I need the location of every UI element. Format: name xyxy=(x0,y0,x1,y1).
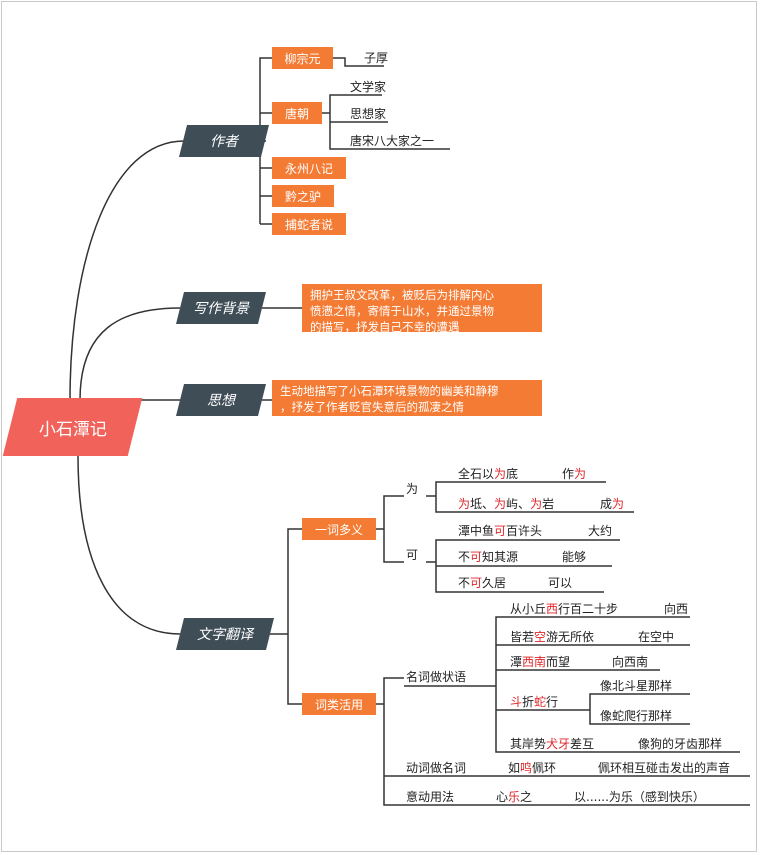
causative-meaning: 以......为乐（感到快乐） xyxy=(574,790,705,804)
na-example-2: 皆若空游无所依 xyxy=(510,630,595,644)
ke-example-2: 不可知其源 xyxy=(458,550,519,564)
branch-author: 作者 xyxy=(179,125,269,157)
char-ke: 可 xyxy=(406,548,419,562)
na-example-3: 潭西南而望 xyxy=(510,655,571,669)
wei-meaning-2: 成为 xyxy=(600,497,625,511)
na-example-1: 从小丘西行百二十步 xyxy=(510,602,619,616)
verb-noun-label: 动词做名词 xyxy=(406,761,467,775)
branch-translation: 文字翻译 xyxy=(176,618,274,650)
conversion-node: 词类活用 xyxy=(302,693,376,715)
char-wei: 为 xyxy=(406,482,419,496)
causative-example: 心乐之 xyxy=(496,790,533,804)
na-meaning-2: 在空中 xyxy=(638,630,675,644)
role-eight-masters: 唐宋八大家之一 xyxy=(350,134,435,148)
author-zihou: 子厚 xyxy=(364,51,389,65)
root-node: 小石潭记 xyxy=(2,398,143,456)
ke-meaning-2: 能够 xyxy=(562,550,587,564)
branch-background: 写作背景 xyxy=(176,292,266,324)
polysemy-node: 一词多义 xyxy=(302,518,376,540)
work-qianzhilv: 黔之驴 xyxy=(272,185,334,207)
ke-meaning-1: 大约 xyxy=(588,524,613,538)
na-meaning-3: 向西南 xyxy=(612,655,649,669)
na-meaning-4b: 像蛇爬行那样 xyxy=(600,709,673,723)
verb-noun-meaning: 佩环相互碰击发出的声音 xyxy=(598,761,731,775)
ke-example-3: 不可久居 xyxy=(458,576,507,590)
branch-idea: 思想 xyxy=(176,384,266,416)
na-meaning-1: 向西 xyxy=(664,602,689,616)
work-bushezheshuo: 捕蛇者说 xyxy=(272,213,346,235)
wei-meaning-1: 作为 xyxy=(562,467,587,481)
author-name: 柳宗元 xyxy=(272,47,333,69)
wei-example-1: 全石以为底 xyxy=(458,467,519,481)
ke-meaning-3: 可以 xyxy=(548,576,573,590)
background-text: 拥护王叔文改革，被贬后为排解内心愤懑之情，寄情于山水，并通过景物的描写，抒发自己… xyxy=(302,284,542,334)
author-dynasty: 唐朝 xyxy=(272,102,322,124)
causative-label: 意动用法 xyxy=(406,790,455,804)
wei-example-2: 为坻、为屿、为岩 xyxy=(458,497,555,511)
idea-text: 生动地描写了小石潭环境景物的幽美和静穆，抒发了作者贬官失意后的孤凄之情 xyxy=(272,380,542,416)
role-thinker: 思想家 xyxy=(350,107,387,121)
na-example-4: 斗折蛇行 xyxy=(510,695,559,709)
na-meaning-5: 像狗的牙齿那样 xyxy=(638,737,723,751)
ke-example-1: 潭中鱼可百许头 xyxy=(458,524,543,538)
verb-noun-example: 如鸣佩环 xyxy=(508,761,557,775)
na-example-5: 其岸势犬牙差互 xyxy=(510,737,595,751)
na-meaning-4a: 像北斗星那样 xyxy=(600,679,673,693)
noun-adverbial-label: 名词做状语 xyxy=(406,670,467,684)
work-yongzhou: 永州八记 xyxy=(272,157,346,179)
role-writer: 文学家 xyxy=(350,80,387,94)
